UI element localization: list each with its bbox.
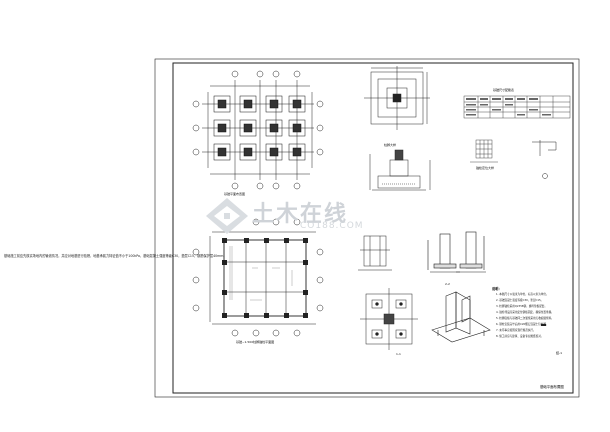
- table-title: 基础尺寸配筋表: [493, 88, 515, 92]
- note-line: 6. 钢柱安装完毕后用C20细石混凝土包柱脚。: [496, 323, 549, 326]
- foundation-plan: [192, 70, 324, 190]
- footings-plan: [213, 95, 306, 161]
- column-plan: [192, 218, 324, 337]
- note-line: 4. 锚栓埋设应采用定位钢板固定，确保位置准确。: [496, 311, 554, 314]
- anchor-layout: [360, 288, 418, 350]
- note-line: 5. 柱脚底板与基础间二次灌浆采用无收缩灌浆料。: [496, 317, 554, 320]
- notes-markers: [541, 324, 546, 326]
- inner-frame: [172, 62, 574, 394]
- caption-detail-2: 锚栓定位大样: [476, 166, 495, 170]
- caption-detail-3: 1-1: [396, 352, 401, 356]
- footing-detail-plan: [364, 66, 430, 130]
- caption-detail-4: 2-2: [445, 282, 450, 286]
- note-line: 1. 本图尺寸以毫米为单位，标高以米为单位。: [496, 293, 549, 296]
- table-fill: [466, 98, 551, 116]
- sheet-title: 基础平面布置图: [540, 385, 564, 389]
- caption-foundation-plan: 基础平面布置图: [224, 192, 246, 196]
- footing-section: [369, 149, 431, 191]
- note-line: 8. 施工前应与建筑、设备专业图纸核对。: [496, 335, 544, 338]
- side-note: 基础施工前应先核实场地内的管线情况，并应对地基进行验槽，地基承载力特征值不小于1…: [4, 254, 227, 258]
- bracket-detail: [532, 140, 557, 179]
- rebar-grid-detail: [470, 139, 498, 163]
- notes-title: 说明：: [492, 287, 502, 291]
- column-plan-columns: [222, 238, 308, 318]
- drawing-number: 结-1: [556, 351, 562, 355]
- anchor-detail-a: [358, 235, 392, 271]
- watermark-subtext: CO188.COM: [300, 221, 364, 231]
- note-line: 2. 基础混凝土强度等级C30，垫层C15。: [496, 299, 544, 302]
- isometric-base-plate: [431, 291, 491, 343]
- column-plan-hatch: [229, 246, 293, 301]
- column-elevation-c: [456, 231, 486, 273]
- foundation-table: [463, 95, 571, 119]
- note-line: 7. 未尽事宜按国家现行规范执行。: [496, 329, 536, 332]
- caption-column-plan: 基础~1.500柱脚锚栓平面图: [236, 340, 275, 344]
- outer-frame: [154, 58, 580, 398]
- watermark-logo-icon: [206, 198, 248, 234]
- column-elevation-b: [427, 233, 460, 273]
- watermark-text: 土木在线: [252, 202, 349, 227]
- caption-detail-1: 柱脚大样: [384, 143, 397, 147]
- note-line: 3. 柱脚锚栓采用Q235B钢，螺母垫板配套。: [496, 305, 547, 308]
